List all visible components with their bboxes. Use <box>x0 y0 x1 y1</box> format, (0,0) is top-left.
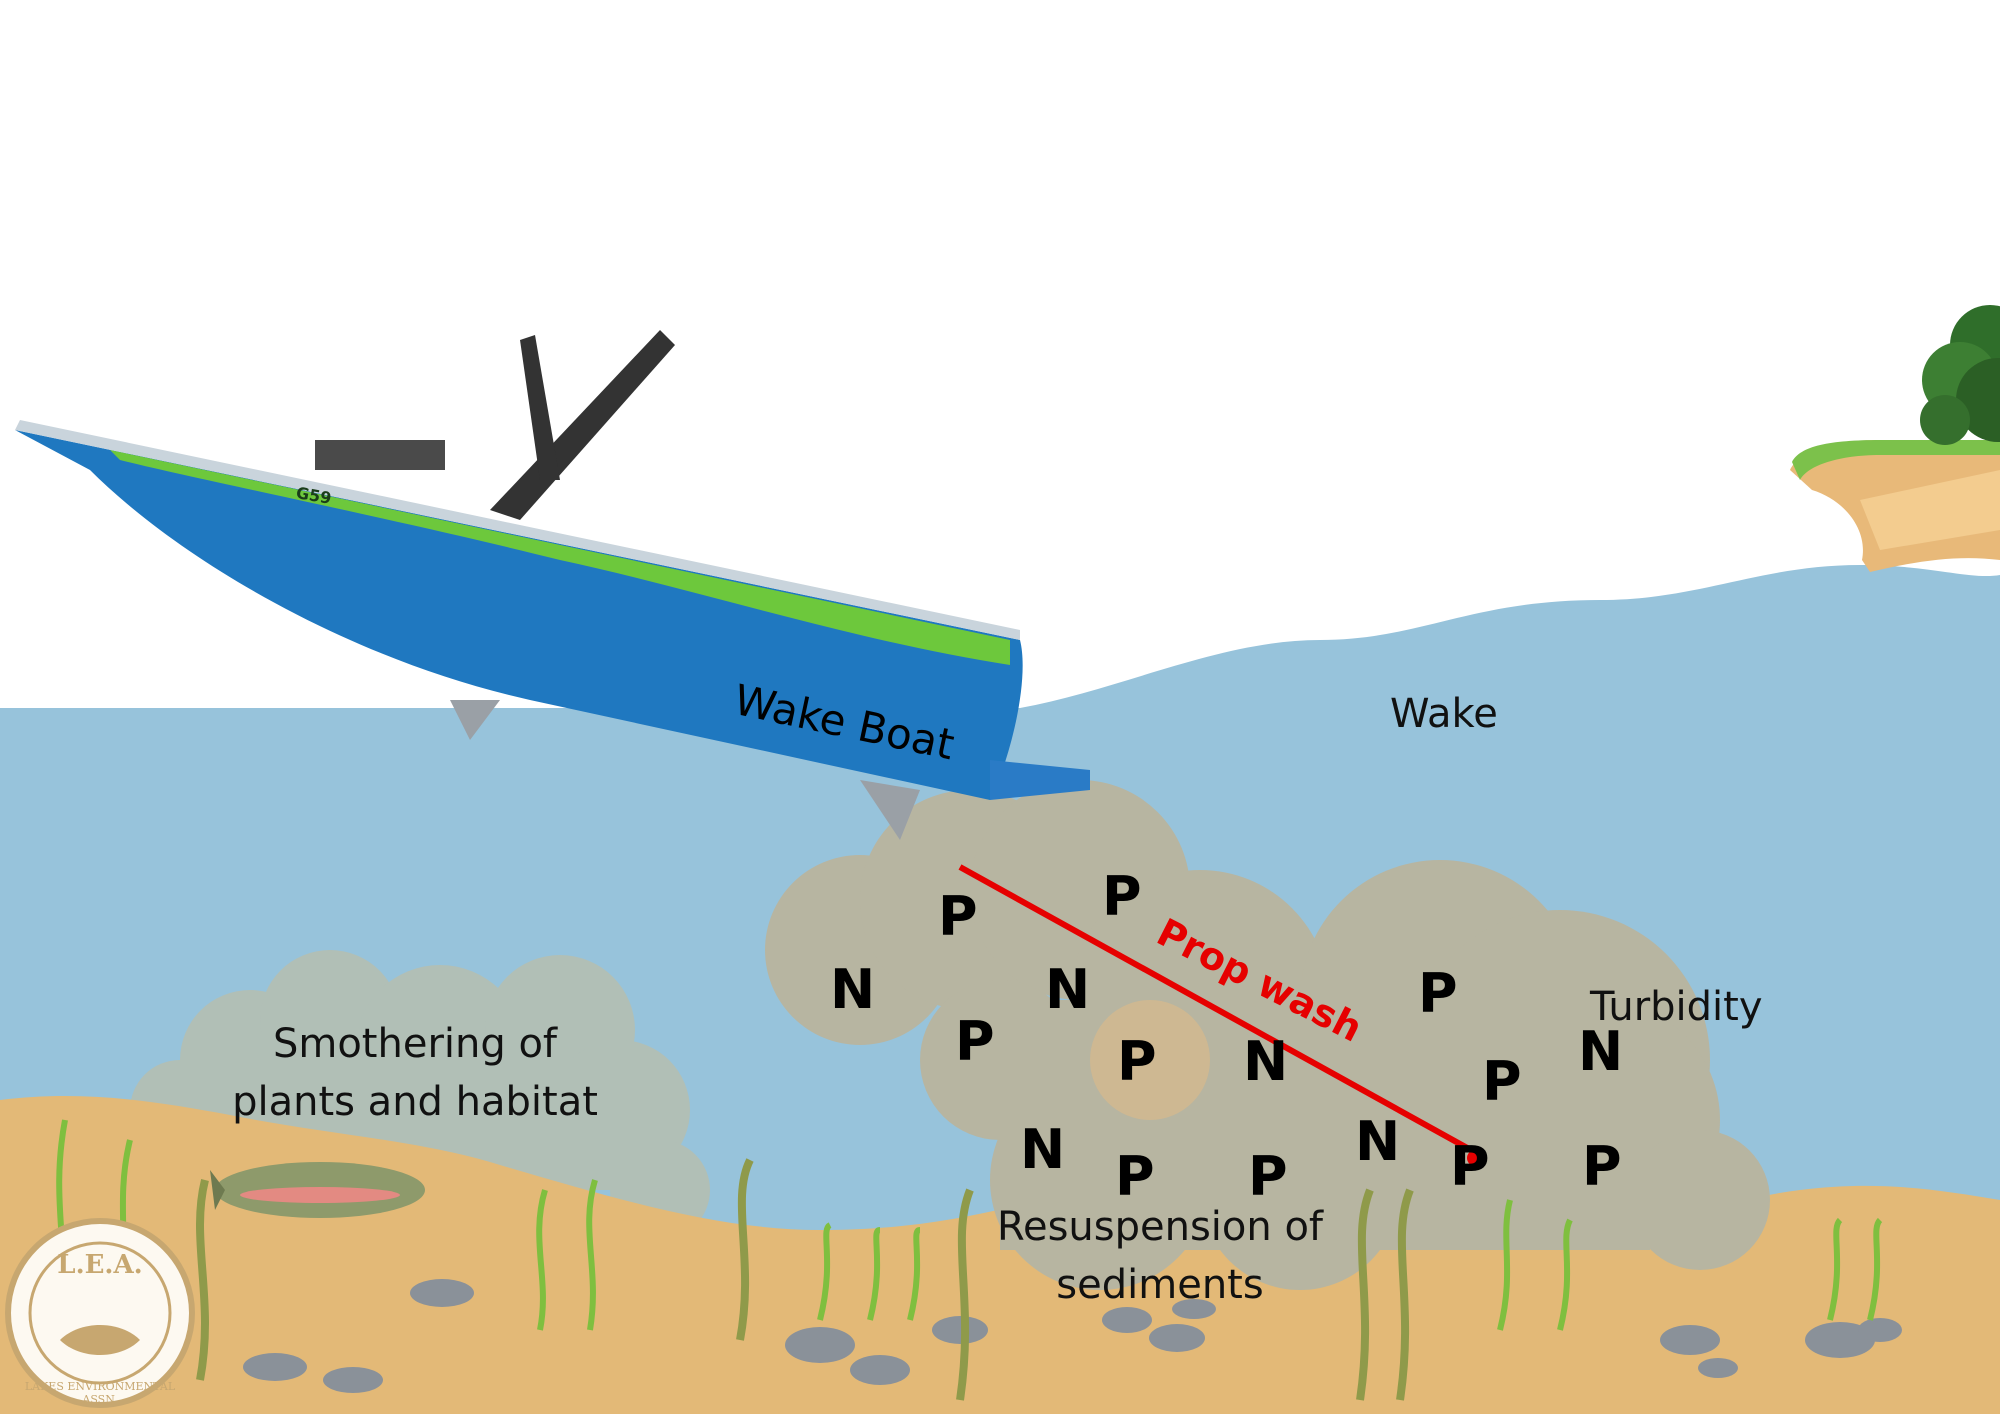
shoreline-cliff <box>1790 440 2000 572</box>
nutrient-particle: N <box>1355 1110 1401 1173</box>
bed-rocks <box>243 1279 1902 1393</box>
sediment-cloud <box>765 780 1770 1290</box>
nutrient-particle: P <box>1450 1135 1490 1198</box>
smothering-label: Smothering of plants and habitat <box>230 1015 600 1131</box>
tower <box>490 330 675 520</box>
kelp-strands <box>196 1158 1414 1401</box>
trout-fish <box>210 1162 425 1218</box>
smothering-line-1: Smothering of <box>272 1021 558 1067</box>
smothering-line-2: plants and habitat <box>232 1079 598 1125</box>
boat-hull <box>15 430 1023 800</box>
logo-initials: L.E.A. <box>57 1250 143 1280</box>
prop-wash-line <box>958 864 1482 1158</box>
nutrient-particle: P <box>1482 1050 1522 1113</box>
nutrient-particle: N <box>1578 1020 1624 1083</box>
nutrient-particle: P <box>1115 1145 1155 1208</box>
nutrient-particle: N <box>1020 1118 1066 1181</box>
nutrient-particle: P <box>1248 1145 1288 1208</box>
prop-wash-arrow-tip <box>1467 1150 1483 1166</box>
nutrient-particle: P <box>1117 1030 1157 1093</box>
lake-bed <box>0 1095 2000 1414</box>
wake-label: Wake <box>1390 691 1498 737</box>
nutrient-particle: P <box>1418 962 1458 1025</box>
lea-logo <box>5 1218 195 1408</box>
shore-tree <box>1920 305 2000 445</box>
resuspension-line-2: sediments <box>1056 1262 1264 1308</box>
turbidity-label: Turbidity <box>1590 984 1763 1030</box>
logo-ring-text: LAKES ENVIRONMENTAL ASSN. <box>24 1380 176 1406</box>
nutrient-particle: P <box>955 1010 995 1073</box>
nutrient-particle: P <box>1582 1135 1622 1198</box>
resuspension-label: Resuspension of sediments <box>980 1198 1340 1314</box>
nutrient-particle: N <box>830 958 876 1021</box>
boat-stripe <box>110 450 1010 665</box>
nutrient-particle: P <box>938 885 978 948</box>
nutrient-particle: P <box>1102 865 1142 928</box>
wake-boat-illustration <box>15 330 1090 840</box>
resuspension-line-1: Resuspension of <box>996 1204 1324 1250</box>
tan-wash-blob <box>1090 1000 1210 1120</box>
nutrient-particle: N <box>1243 1030 1289 1093</box>
nutrient-particle: N <box>1045 958 1091 1021</box>
